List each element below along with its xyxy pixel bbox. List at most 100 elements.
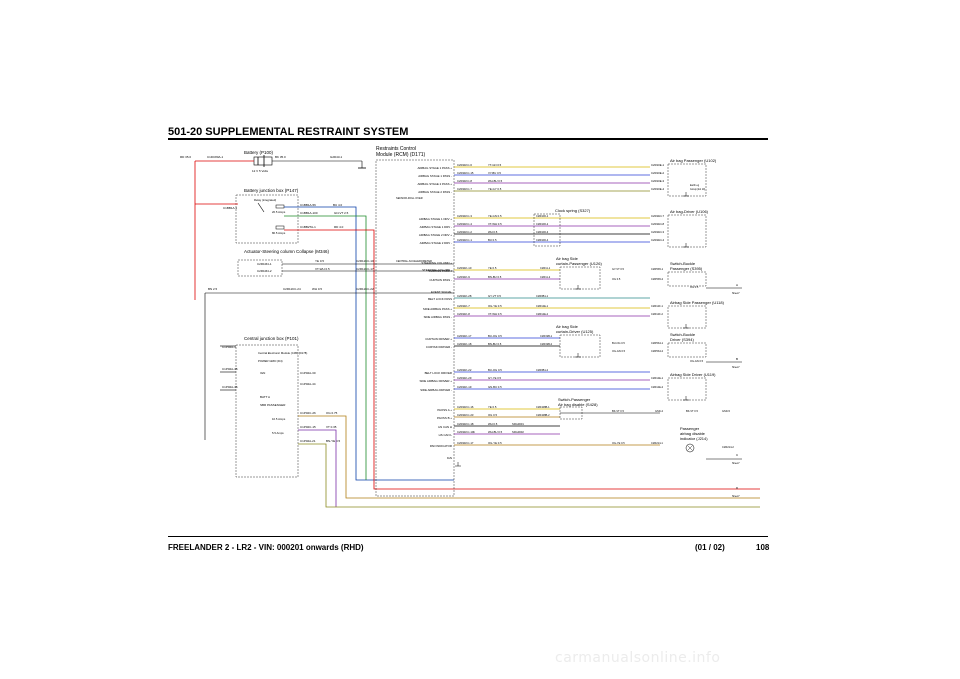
wire-label-6b: VT-WH 0.5: [488, 312, 502, 316]
wire-label-5: YE-GN 0.5: [488, 214, 502, 218]
wire-label-6: VT-WH 0.5: [488, 222, 502, 226]
wire-bnye05: BN-YE 0.5: [326, 439, 341, 443]
sheet-c-label: Sheet7: [732, 462, 740, 465]
conn-c24: C2R11KC-24: [283, 287, 301, 291]
conn-sa2: C2R12E-2: [536, 312, 549, 316]
conn-ind1: C2R214-1: [651, 441, 663, 445]
rcm-pin-label: AIRBAG STAGE 2 PASS -: [418, 190, 452, 194]
buckle-pass-label-1: Switch-Buckle: [670, 261, 696, 266]
conn-bk3: C2R5S4-1: [651, 341, 664, 345]
can-l-label: SDG4D02: [512, 430, 524, 434]
conn-p6: C1P02C-26: [300, 411, 316, 415]
conn-k3: C2R11D-3: [651, 230, 664, 234]
curtain-drv-label-1: Air bag Side: [556, 324, 579, 329]
wire-wh05: WH 0.5: [312, 287, 322, 291]
fuse-f2-label: 80.5 Amps: [272, 231, 286, 235]
rcm-pin-label: HS CAN H: [438, 425, 452, 429]
rcm-title-1: Restraints Control: [376, 146, 416, 152]
conn-c19: C2R11KC-16: [457, 405, 474, 409]
curtain-pass-label-1: Air bag Side: [556, 256, 579, 261]
conn-sa2b: C2R12E-2: [651, 385, 664, 389]
conn-c5: C2R11KC-3: [457, 214, 472, 218]
cjb-label: Central junction box (P101): [244, 336, 299, 341]
conn-k2: C2R11D-8: [651, 222, 664, 226]
wire-label-8: BU 0.5: [488, 238, 497, 242]
conn-sp2: C2R11-2: [540, 275, 551, 279]
conn-sd2: C2R19B-2: [540, 342, 553, 346]
wire-label-4: YE-GY 0.5: [488, 187, 502, 191]
wire-bn25: BN 2.5: [208, 287, 218, 291]
battery-section: Battery (P100) 12 V 5 Volts RD 35.0 C1DC…: [180, 150, 366, 300]
wire-label-12: GY-VT 0.5: [488, 294, 501, 298]
footer-rule: [168, 536, 768, 537]
battery-label: Battery (P100): [244, 150, 274, 155]
curtain-passenger-wires: C2R11K-10 C2R11K-9 YE 0.5 BN-BU 0.5 C2R1…: [454, 256, 602, 290]
conn-u3: C2R10E-3: [651, 179, 665, 183]
wire-label-16b: BN-BU 0.5: [488, 342, 502, 346]
sheet-d-label: Sheet7: [732, 495, 740, 498]
watermark: carmanualsonline.info: [555, 650, 721, 666]
battery-junction-box: Battery junction box (P147) Relay (integ…: [195, 188, 760, 490]
conn-p5: C1P02A-44: [300, 382, 316, 386]
conn-c12: C2R11K-7: [457, 304, 470, 308]
rcm-pin-label: AIRBAG STAGE 2 PASS +: [417, 182, 452, 186]
pax-indicator-label-3: indicator (J214): [680, 436, 708, 441]
conn-m2: C2R1M4-2: [257, 269, 272, 273]
buckle-drv-label-2: Driver (S394): [670, 337, 694, 342]
actuator-label: Actuator-Steering column Collapse (M346): [244, 249, 330, 254]
sheet-ref-d: D: [736, 486, 739, 490]
curtain-drv-label-2: curtain-Driver (U125): [556, 329, 594, 334]
rcm-pin-label: BELT LOCK PASS: [428, 297, 452, 301]
conn-c4: C2R11KC-7: [457, 187, 472, 191]
wire-label-20: OG-GN 0.5: [612, 349, 626, 353]
sensor-roll-label: SENSOR-ROLL OVER: [396, 196, 423, 200]
conn-k1: C2R11D-7: [651, 214, 664, 218]
wire-bk35: BK 35.0: [275, 155, 286, 159]
fuse-icon: [275, 204, 285, 209]
rcm-title-2: Module (RCM) (D171): [376, 152, 426, 158]
conn-b2: C1BB1A-56: [300, 203, 316, 207]
conn-c1: C2R11KC-6: [457, 163, 472, 167]
buckle-driver-wires: C2R11K-22 BU-OG 0.5 C2R0B1-2 BU-OG 0.5 C…: [454, 332, 742, 373]
rcm-pin-label: AIRBAG STAGE 1 DRV -: [420, 225, 452, 229]
side-airbag-driver-wires: C2R11K-29 C2R11K-19 GY-YE 0.5 GN-BU 0.5 …: [454, 372, 716, 401]
conn-c8: C2R11KC-1: [457, 238, 472, 242]
pax-disable-label-1: Switch-Passenger: [558, 397, 591, 402]
wire-label-17c: OG-YE 0.5: [612, 441, 625, 445]
wire-gnvt25: GN-VT 2.5: [334, 211, 349, 215]
title-rule: [168, 138, 768, 140]
conn-sp4: C2R0B1-2: [536, 368, 549, 372]
conn-c11: C2R11K-28: [457, 294, 472, 298]
fuse-f1-label: 20.5 Amps: [272, 210, 286, 214]
wire-label-12b: GY-VT 0.5: [612, 267, 625, 271]
buckle-pass-label-2: Passenger (S395): [670, 266, 703, 271]
wire-vt035: VT 0.35: [326, 425, 337, 429]
curtain-pass-label-2: curtain-Passenger (U126): [556, 261, 602, 266]
conn-sa1b: C2R12E-1: [651, 376, 664, 380]
central-junction-box: BN 2.5 C2R11KC-24 WH 0.5 C2R11KC-22 Cent…: [204, 287, 760, 508]
rcm-pin-label: AIRBAG STAGE 1 PASS +: [417, 166, 452, 170]
rcm-pin-label: HS CAN L: [439, 433, 453, 437]
pax-indicator-label-2: airbag disable: [680, 431, 706, 436]
rcm-pin-label: AIRBAG STAGE 1 DRV +: [419, 217, 452, 221]
conn-p8: C1P02A-21: [300, 439, 316, 443]
conn-c7: C2R11KC-2: [457, 230, 472, 234]
conn-d3: C2R10D-3: [536, 230, 549, 234]
wire-rd40: RD 4.0: [334, 225, 344, 229]
sheet-b-label: Sheet7: [732, 366, 740, 369]
rcm-box: [375, 159, 455, 497]
footer-vehicle: FREELANDER 2 - LR2 - VIN: 000201 onwards…: [168, 543, 364, 552]
wire-label-18c: OG 0.5: [488, 413, 497, 417]
rcm-pin-label: BELT LOCK DRIVER: [425, 371, 452, 375]
conn-bk2: C2R5S5-2: [651, 277, 664, 281]
conn-g1: G2D43-1: [330, 155, 343, 159]
sbr-pass-label: SBR PASSENGER: [260, 403, 286, 407]
rcm-pin-label: CURTAIN DRIVER -: [426, 345, 452, 349]
footer-date: (01 / 02): [695, 543, 725, 552]
conn-d2: C2R10D-2: [536, 222, 549, 226]
sheet-ref-c: C: [736, 453, 739, 457]
conn-c9: C2R11K-10: [457, 266, 472, 270]
conn-c13: C2R11K-8: [457, 312, 470, 316]
wire-label-17: OG-YE 0.5: [488, 304, 502, 308]
